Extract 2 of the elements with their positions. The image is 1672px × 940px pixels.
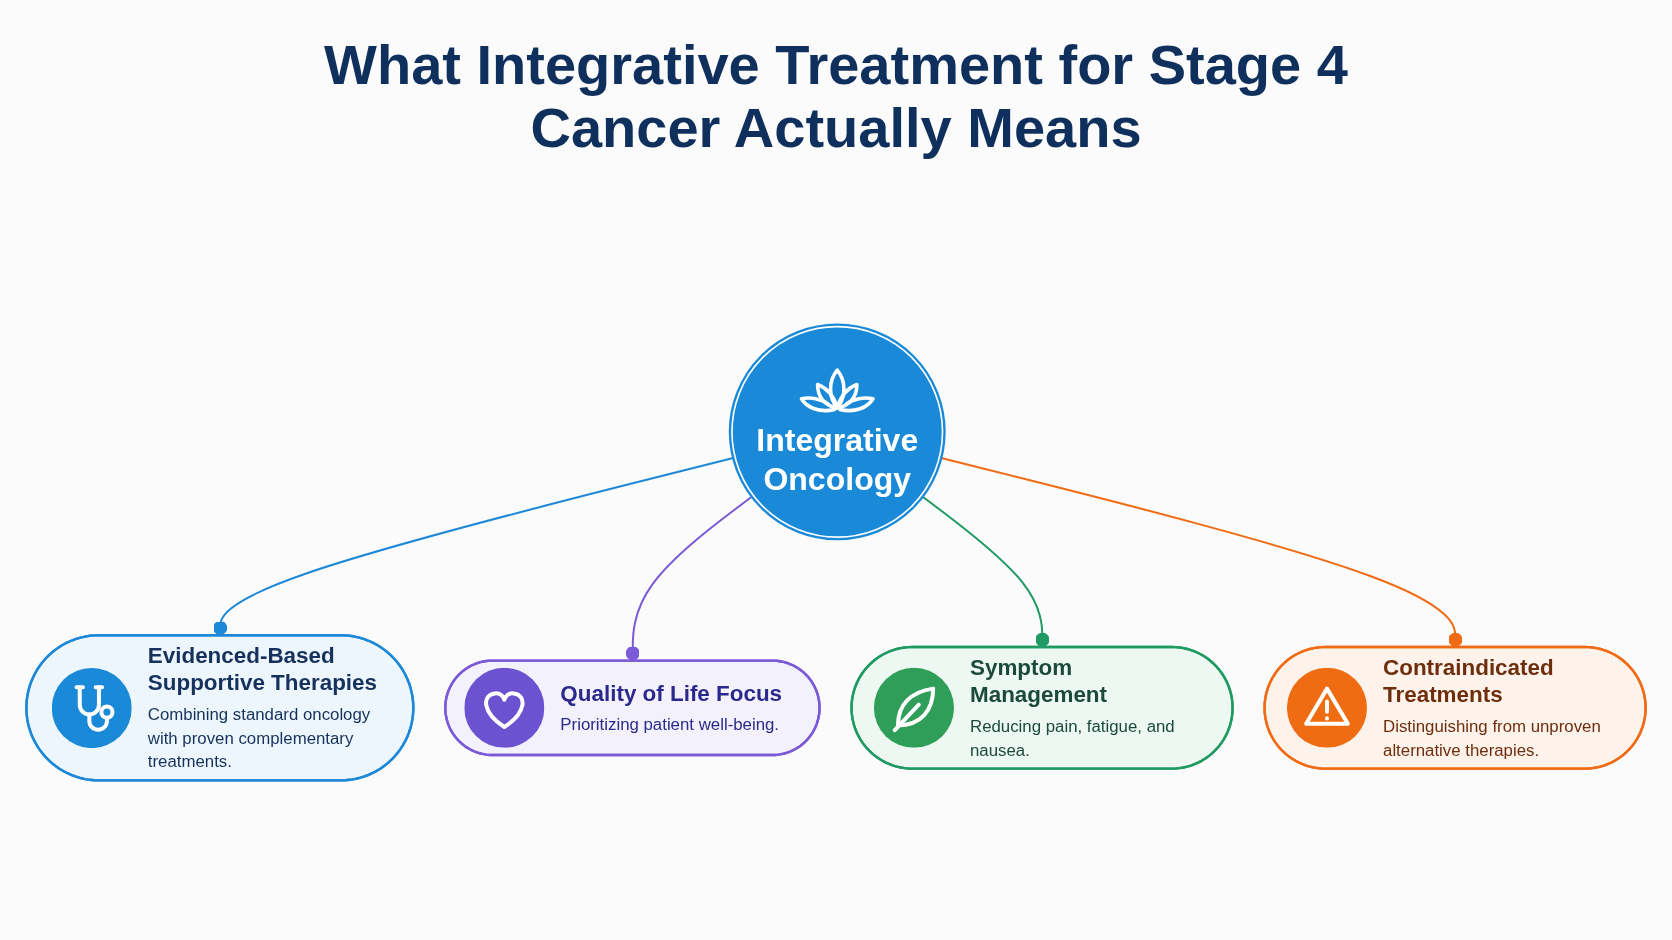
node-circle: Integrative Oncology xyxy=(728,323,946,541)
title: What Integrative Treatment for Stage 4 Cancer Actually Means xyxy=(323,34,1349,160)
